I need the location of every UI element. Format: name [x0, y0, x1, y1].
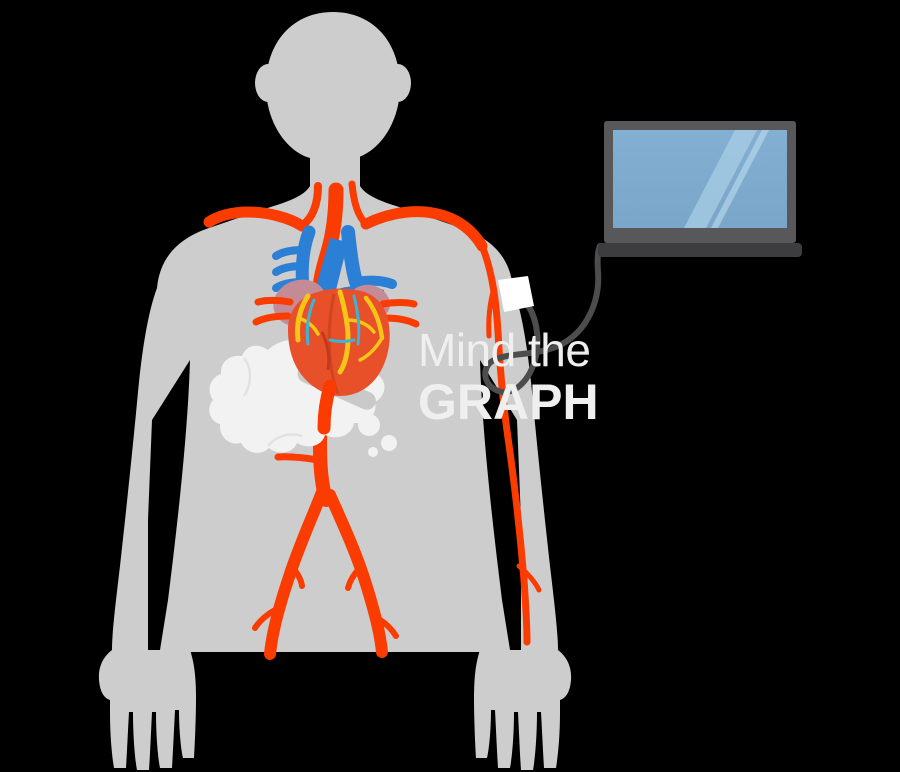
- right-iliac-artery: [324, 489, 388, 658]
- coronary-branch-1: [296, 316, 320, 336]
- heart-vessel-detail: [320, 331, 331, 371]
- heart-organ: [252, 225, 420, 435]
- sensor-cable: [482, 243, 603, 395]
- coronary-vein-right: [352, 294, 361, 346]
- right-hand: [474, 650, 572, 770]
- patient-monitor: [598, 121, 802, 257]
- left-arm-gap: [148, 360, 190, 650]
- right-tibial-branch: [374, 615, 399, 639]
- left-femoral-branch: [288, 562, 305, 589]
- coronary-artery-lad: [337, 289, 351, 375]
- heart-branch-right-a: [379, 299, 418, 308]
- lumbar-branch: [274, 453, 322, 464]
- brachial-artery: [478, 242, 531, 646]
- left-tibial-branch: [252, 607, 278, 631]
- screen-glare: [684, 130, 757, 228]
- left-iliac-artery: [264, 486, 328, 660]
- heart-branch-left-a: [254, 297, 294, 306]
- heart-branch-right-b: [381, 314, 420, 328]
- sensor-patch: [498, 276, 534, 312]
- coronary-artery-left: [295, 293, 311, 343]
- heart-branch-left-b: [252, 312, 292, 326]
- screen-glare-thin: [711, 130, 769, 228]
- monitor-base: [598, 243, 802, 257]
- left-subclavian-artery: [203, 206, 308, 232]
- pulmonary-vein-b: [272, 262, 307, 276]
- right-pulmonary-branch: [351, 275, 397, 289]
- brachial-branch-upper: [486, 285, 497, 339]
- pulmonary-vein-a: [272, 246, 307, 260]
- right-subclavian-artery: [360, 206, 488, 252]
- head: [266, 12, 400, 172]
- coronary-vein-left: [305, 298, 316, 346]
- coronary-branch-2: [346, 318, 376, 334]
- coronary-branch-3: [358, 336, 384, 362]
- coronary-vein-cross: [328, 338, 356, 343]
- coronary-artery-right: [363, 295, 385, 341]
- bubble-medium: [381, 435, 397, 451]
- pulmonary-artery-trunk: [341, 225, 363, 289]
- aorta-outflow: [317, 379, 337, 435]
- radial-branch: [516, 563, 542, 593]
- bubble-large: [358, 414, 380, 436]
- right-femoral-branch: [345, 565, 363, 591]
- left-hand: [98, 650, 196, 770]
- bubble-small: [368, 447, 378, 457]
